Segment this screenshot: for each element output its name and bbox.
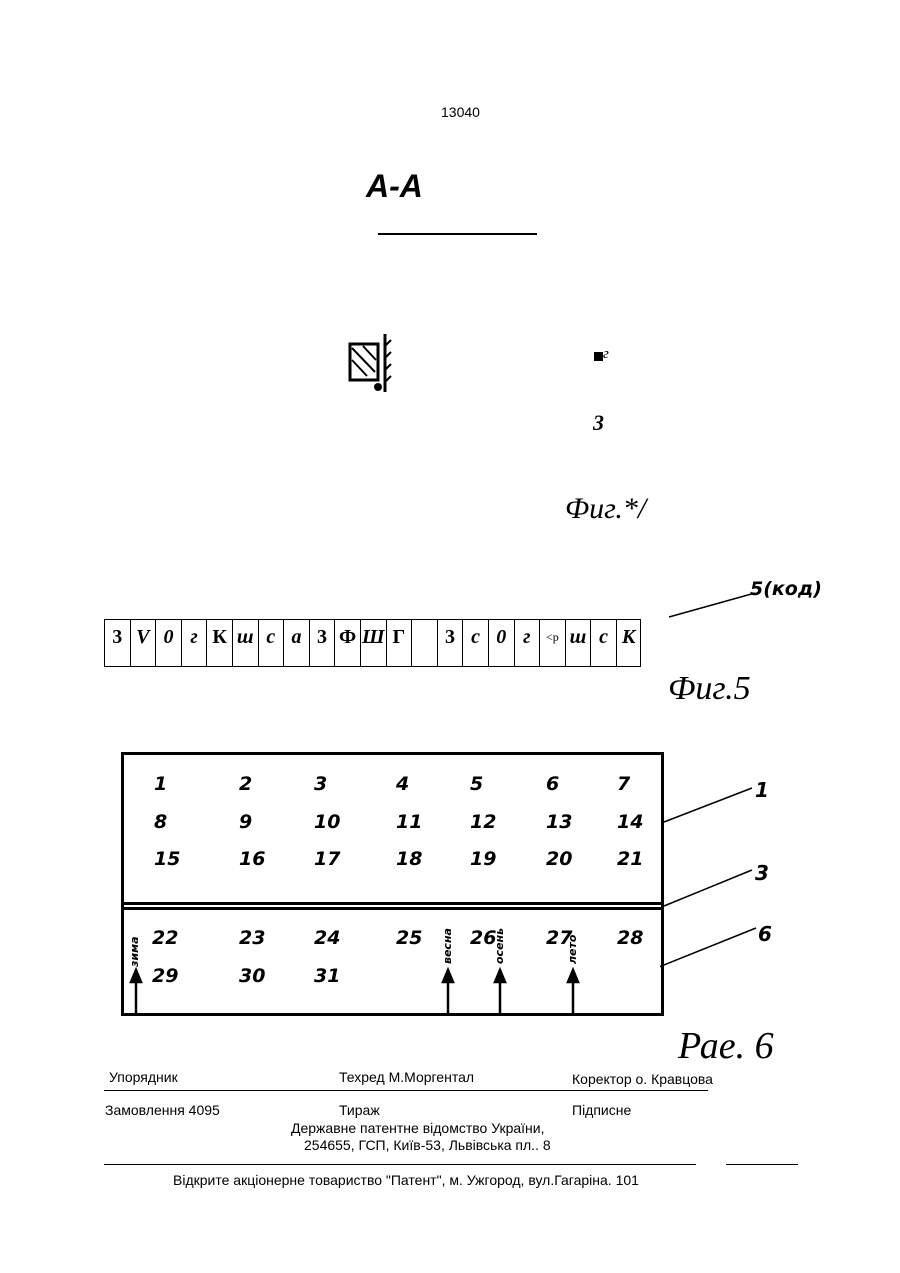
calendar-day: 11 bbox=[396, 811, 422, 833]
mark-small-letter: г bbox=[603, 346, 609, 363]
calendar-day: 14 bbox=[617, 811, 643, 833]
code-cell: 3 bbox=[309, 620, 335, 666]
fig5-callout: 5(код) bbox=[750, 578, 822, 600]
footer-order: Замовлення 4095 bbox=[105, 1102, 220, 1118]
mark-number: 3 bbox=[593, 410, 604, 436]
calendar-day: 24 bbox=[314, 927, 340, 949]
footer-rule-bottom-right bbox=[726, 1164, 798, 1165]
calendar-day: 22 bbox=[152, 927, 178, 949]
footer-circulation: Тираж bbox=[339, 1102, 380, 1118]
title-underline bbox=[378, 233, 537, 235]
calendar-day: 23 bbox=[239, 927, 265, 949]
calendar-separator bbox=[124, 902, 661, 910]
calendar-day: 2 bbox=[239, 773, 252, 795]
figure-caption-5: Фиг.5 bbox=[668, 670, 751, 708]
footer-tech-editor: Техред М.Моргентал bbox=[339, 1069, 474, 1085]
code-cell: 0 bbox=[155, 620, 181, 666]
calendar-day: 17 bbox=[314, 848, 340, 870]
calendar-day: 12 bbox=[470, 811, 496, 833]
callout-3: 3 bbox=[755, 861, 769, 885]
calendar-day: 20 bbox=[546, 848, 572, 870]
code-cell: V bbox=[130, 620, 156, 666]
section-drawing bbox=[345, 332, 395, 394]
calendar-day: 1 bbox=[154, 773, 167, 795]
calendar-day: 15 bbox=[154, 848, 180, 870]
code-cell: Г bbox=[386, 620, 412, 666]
calendar-day: 10 bbox=[314, 811, 340, 833]
callout-1: 1 bbox=[755, 778, 769, 802]
code-strip: 3V0гКшса3ФШГ3с0г<ршсК bbox=[104, 619, 641, 667]
code-cell: 3 bbox=[437, 620, 463, 666]
calendar-day: 4 bbox=[396, 773, 409, 795]
code-cell: а bbox=[283, 620, 309, 666]
calendar-day: 16 bbox=[239, 848, 265, 870]
code-cell: <р bbox=[539, 620, 565, 666]
season-summer: лето bbox=[566, 935, 579, 964]
code-cell: 0 bbox=[488, 620, 514, 666]
season-arrows bbox=[120, 960, 590, 1018]
page-number: 13040 bbox=[441, 104, 480, 120]
callout-6: 6 bbox=[758, 922, 772, 946]
code-cell: К bbox=[616, 620, 642, 666]
calendar-day: 18 bbox=[396, 848, 422, 870]
season-winter: зима bbox=[128, 936, 141, 967]
footer-agency: Державне патентне відомство України, bbox=[291, 1120, 545, 1136]
code-cell bbox=[411, 620, 437, 666]
code-cell: Ф bbox=[334, 620, 360, 666]
code-cell: К bbox=[206, 620, 232, 666]
footer-address: 254655, ГСП, Київ-53, Львівська пл.. 8 bbox=[304, 1137, 551, 1153]
season-autumn: осень bbox=[493, 928, 506, 964]
footer-publisher: Відкрите акціонерне товариство "Патент",… bbox=[173, 1172, 639, 1188]
footer-compiler: Упорядник bbox=[109, 1069, 178, 1085]
calendar-day: 19 bbox=[470, 848, 496, 870]
code-cell: г bbox=[514, 620, 540, 666]
calendar-day: 8 bbox=[154, 811, 167, 833]
calendar-day: 28 bbox=[617, 927, 643, 949]
figure-caption-top: Фиг.*/ bbox=[565, 492, 646, 526]
calendar-day: 5 bbox=[470, 773, 483, 795]
code-cell: ш bbox=[565, 620, 591, 666]
code-cell: ш bbox=[232, 620, 258, 666]
season-spring: весна bbox=[441, 928, 454, 964]
calendar-day: 7 bbox=[617, 773, 630, 795]
calendar-day: 21 bbox=[617, 848, 643, 870]
calendar-day: 3 bbox=[314, 773, 327, 795]
mark-square bbox=[594, 352, 603, 361]
footer-proofreader: Коректор о. Кравцова bbox=[572, 1071, 713, 1087]
footer-rule-top bbox=[104, 1090, 708, 1091]
calendar-day: 13 bbox=[546, 811, 572, 833]
calendar-day: 9 bbox=[239, 811, 252, 833]
code-cell: 3 bbox=[104, 620, 130, 666]
code-cell: с bbox=[590, 620, 616, 666]
code-cell: г bbox=[181, 620, 207, 666]
section-title: A-A bbox=[366, 168, 423, 205]
figure-caption-6: Рае. 6 bbox=[678, 1024, 774, 1068]
footer-rule-bottom-left bbox=[104, 1164, 696, 1165]
calendar-day: 6 bbox=[546, 773, 559, 795]
calendar-day: 25 bbox=[396, 927, 422, 949]
fig6-leader-lines bbox=[660, 780, 760, 1010]
footer-subscription: Підписне bbox=[572, 1102, 631, 1118]
code-cell: с bbox=[258, 620, 284, 666]
code-cell: Ш bbox=[360, 620, 386, 666]
code-cell: с bbox=[462, 620, 488, 666]
